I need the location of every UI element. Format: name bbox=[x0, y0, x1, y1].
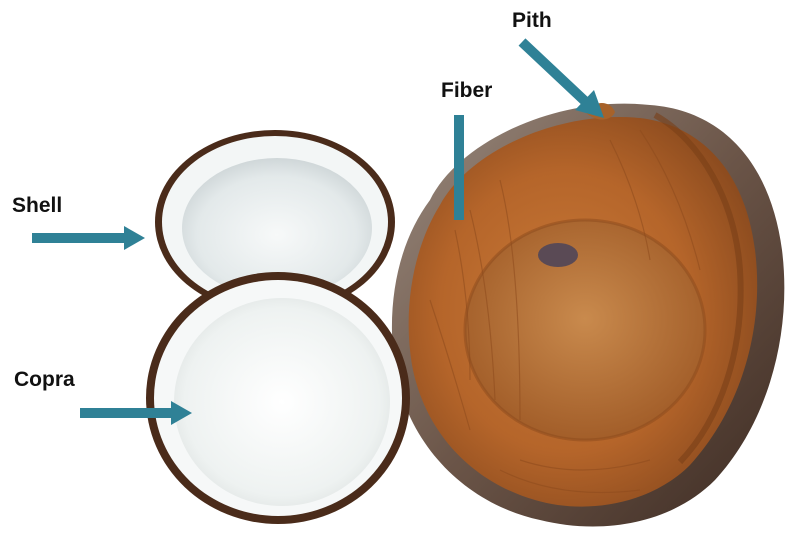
copra-arrow bbox=[80, 401, 192, 425]
label-pith: Pith bbox=[512, 10, 552, 31]
pith-arrow bbox=[522, 42, 604, 118]
label-fiber: Fiber bbox=[441, 80, 492, 101]
label-shell: Shell bbox=[12, 195, 62, 216]
fiber-arrow bbox=[454, 115, 464, 220]
nut-eye bbox=[538, 243, 578, 267]
shell-arrow bbox=[32, 226, 145, 250]
coconut-half-front bbox=[146, 272, 410, 524]
husked-coconut bbox=[392, 103, 784, 527]
label-copra: Copra bbox=[14, 369, 75, 390]
